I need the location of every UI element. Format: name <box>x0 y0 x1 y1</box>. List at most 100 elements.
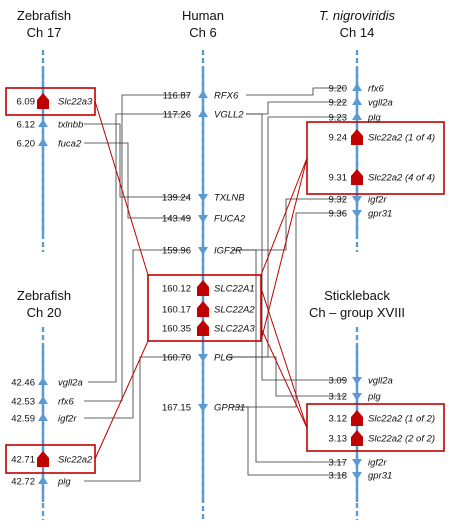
stickle-marker-4 <box>352 459 362 467</box>
human-gene-position: 160.12 <box>162 284 191 295</box>
zf17-gene-position: 6.09 <box>17 97 36 108</box>
human-gene-name: IGF2R <box>214 246 242 257</box>
tetra-title-line2: Ch 14 <box>340 25 375 40</box>
connector-line-12 <box>226 356 345 397</box>
human-gene-position: 167.15 <box>162 403 191 414</box>
stickle-gene-name: igf2r <box>368 458 387 469</box>
tetra-gene-name: gpr31 <box>368 209 392 220</box>
zf20-marker-4 <box>38 476 48 484</box>
connector-line-5 <box>84 356 190 482</box>
connector-line-10 <box>232 212 345 408</box>
stickle-marker-2 <box>351 410 363 426</box>
human-marker-9 <box>198 404 208 412</box>
human-gene-name: SLC22A2 <box>214 305 255 316</box>
stickle-title-line2: Ch – group XVIII <box>309 305 405 320</box>
stickle-gene-name: gpr31 <box>368 471 392 482</box>
connector-line-4 <box>84 249 190 419</box>
connector-line-6 <box>246 87 345 96</box>
stickle-marker-3 <box>351 430 363 446</box>
human-gene-name: SLC22A1 <box>214 284 255 295</box>
tetra-gene-position: 9.24 <box>329 133 348 144</box>
human-gene-name: FUCA2 <box>214 214 246 225</box>
tetra-marker-3 <box>351 129 363 145</box>
stickle-gene-position: 3.13 <box>329 434 348 445</box>
gene-labels: Zebrafish Ch 17 Human Ch 6 T. nigrovirid… <box>11 8 435 488</box>
zf20-marker-2 <box>38 413 48 421</box>
zf20-marker-0 <box>38 377 48 385</box>
human-marker-1 <box>198 109 208 117</box>
chromosome-axes <box>37 50 363 520</box>
stickle-gene-name: Slc22a2 (1 of 2) <box>368 414 435 425</box>
connector-line-13 <box>232 249 345 463</box>
tetra-marker-1 <box>352 97 362 105</box>
tetra-slc22-box <box>306 121 445 195</box>
human-marker-6 <box>197 301 209 317</box>
tetra-gene-position: 9.31 <box>329 173 348 184</box>
zf20-title-line2: Ch 20 <box>27 305 62 320</box>
zf20-gene-name: Slc22a2 <box>58 455 93 466</box>
stickle-gene-position: 3.09 <box>329 376 348 387</box>
zf20-gene-position: 42.59 <box>11 414 35 425</box>
tetra-marker-4 <box>351 169 363 185</box>
tetra-marker-2 <box>352 112 362 120</box>
connector-line-0 <box>84 123 190 198</box>
slc22-highlight-boxes <box>5 87 445 474</box>
connector-line-2 <box>88 113 190 383</box>
slc22-connector-5 <box>260 327 308 429</box>
connector-line-9 <box>232 198 345 251</box>
zf20-marker-1 <box>38 396 48 404</box>
tetra-gene-position: 9.36 <box>329 209 348 220</box>
tetra-marker-6 <box>352 210 362 218</box>
zf17-gene-name: Slc22a3 <box>58 97 93 108</box>
human-gene-position: 159.96 <box>162 246 191 257</box>
stickle-marker-5 <box>352 472 362 480</box>
zf20-gene-position: 42.71 <box>11 455 35 466</box>
tetra-gene-name: plg <box>367 113 381 124</box>
stickle-gene-name: plg <box>367 392 381 403</box>
human-gene-name: TXLNB <box>214 193 245 204</box>
human-gene-position: 139.24 <box>162 193 191 204</box>
zf20-gene-position: 42.72 <box>11 477 35 488</box>
human-gene-position: 160.70 <box>162 353 191 364</box>
connector-line-1 <box>84 142 190 219</box>
human-marker-0 <box>198 90 208 98</box>
zf20-slc22-box <box>5 444 96 474</box>
connector-line-14 <box>232 406 345 476</box>
zf20-gene-name: vgll2a <box>58 378 83 389</box>
human-marker-7 <box>197 320 209 336</box>
stickle-gene-position: 3.12 <box>329 414 348 425</box>
zf17-title-line1: Zebrafish <box>17 8 71 23</box>
tetra-marker-5 <box>352 196 362 204</box>
slc22-connector-1 <box>94 340 149 460</box>
human-slc22-box <box>147 274 262 342</box>
zf20-marker-3 <box>37 451 49 467</box>
zf20-gene-position: 42.53 <box>11 397 35 408</box>
stickle-title-line1: Stickleback <box>324 288 390 303</box>
stickle-gene-position: 3.12 <box>329 392 348 403</box>
human-marker-3 <box>198 215 208 223</box>
zf17-gene-position: 6.12 <box>17 120 36 131</box>
stickle-gene-name: vgll2a <box>368 376 393 387</box>
tetra-gene-name: Slc22a2 (4 of 4) <box>368 173 435 184</box>
tetra-gene-position: 9.22 <box>329 98 348 109</box>
zf17-gene-position: 6.20 <box>17 139 36 150</box>
connector-line-11 <box>246 113 345 381</box>
zf20-gene-name: igf2r <box>58 414 77 425</box>
human-marker-2 <box>198 194 208 202</box>
human-gene-position: 116.87 <box>163 91 191 102</box>
zf20-gene-position: 42.46 <box>11 378 35 389</box>
human-marker-5 <box>197 280 209 296</box>
slc22-connector-0 <box>94 100 149 276</box>
tetra-gene-position: 9.32 <box>329 195 348 206</box>
zf20-gene-name: plg <box>57 477 71 488</box>
human-title-line1: Human <box>182 8 224 23</box>
human-gene-position: 160.35 <box>162 324 191 335</box>
stickle-gene-position: 3.17 <box>329 458 348 469</box>
zf20-gene-name: rfx6 <box>58 397 75 408</box>
human-gene-position: 117.26 <box>163 110 191 121</box>
connector-line-8 <box>226 116 345 358</box>
zf17-marker-2 <box>38 138 48 146</box>
human-title-line2: Ch 6 <box>189 25 216 40</box>
